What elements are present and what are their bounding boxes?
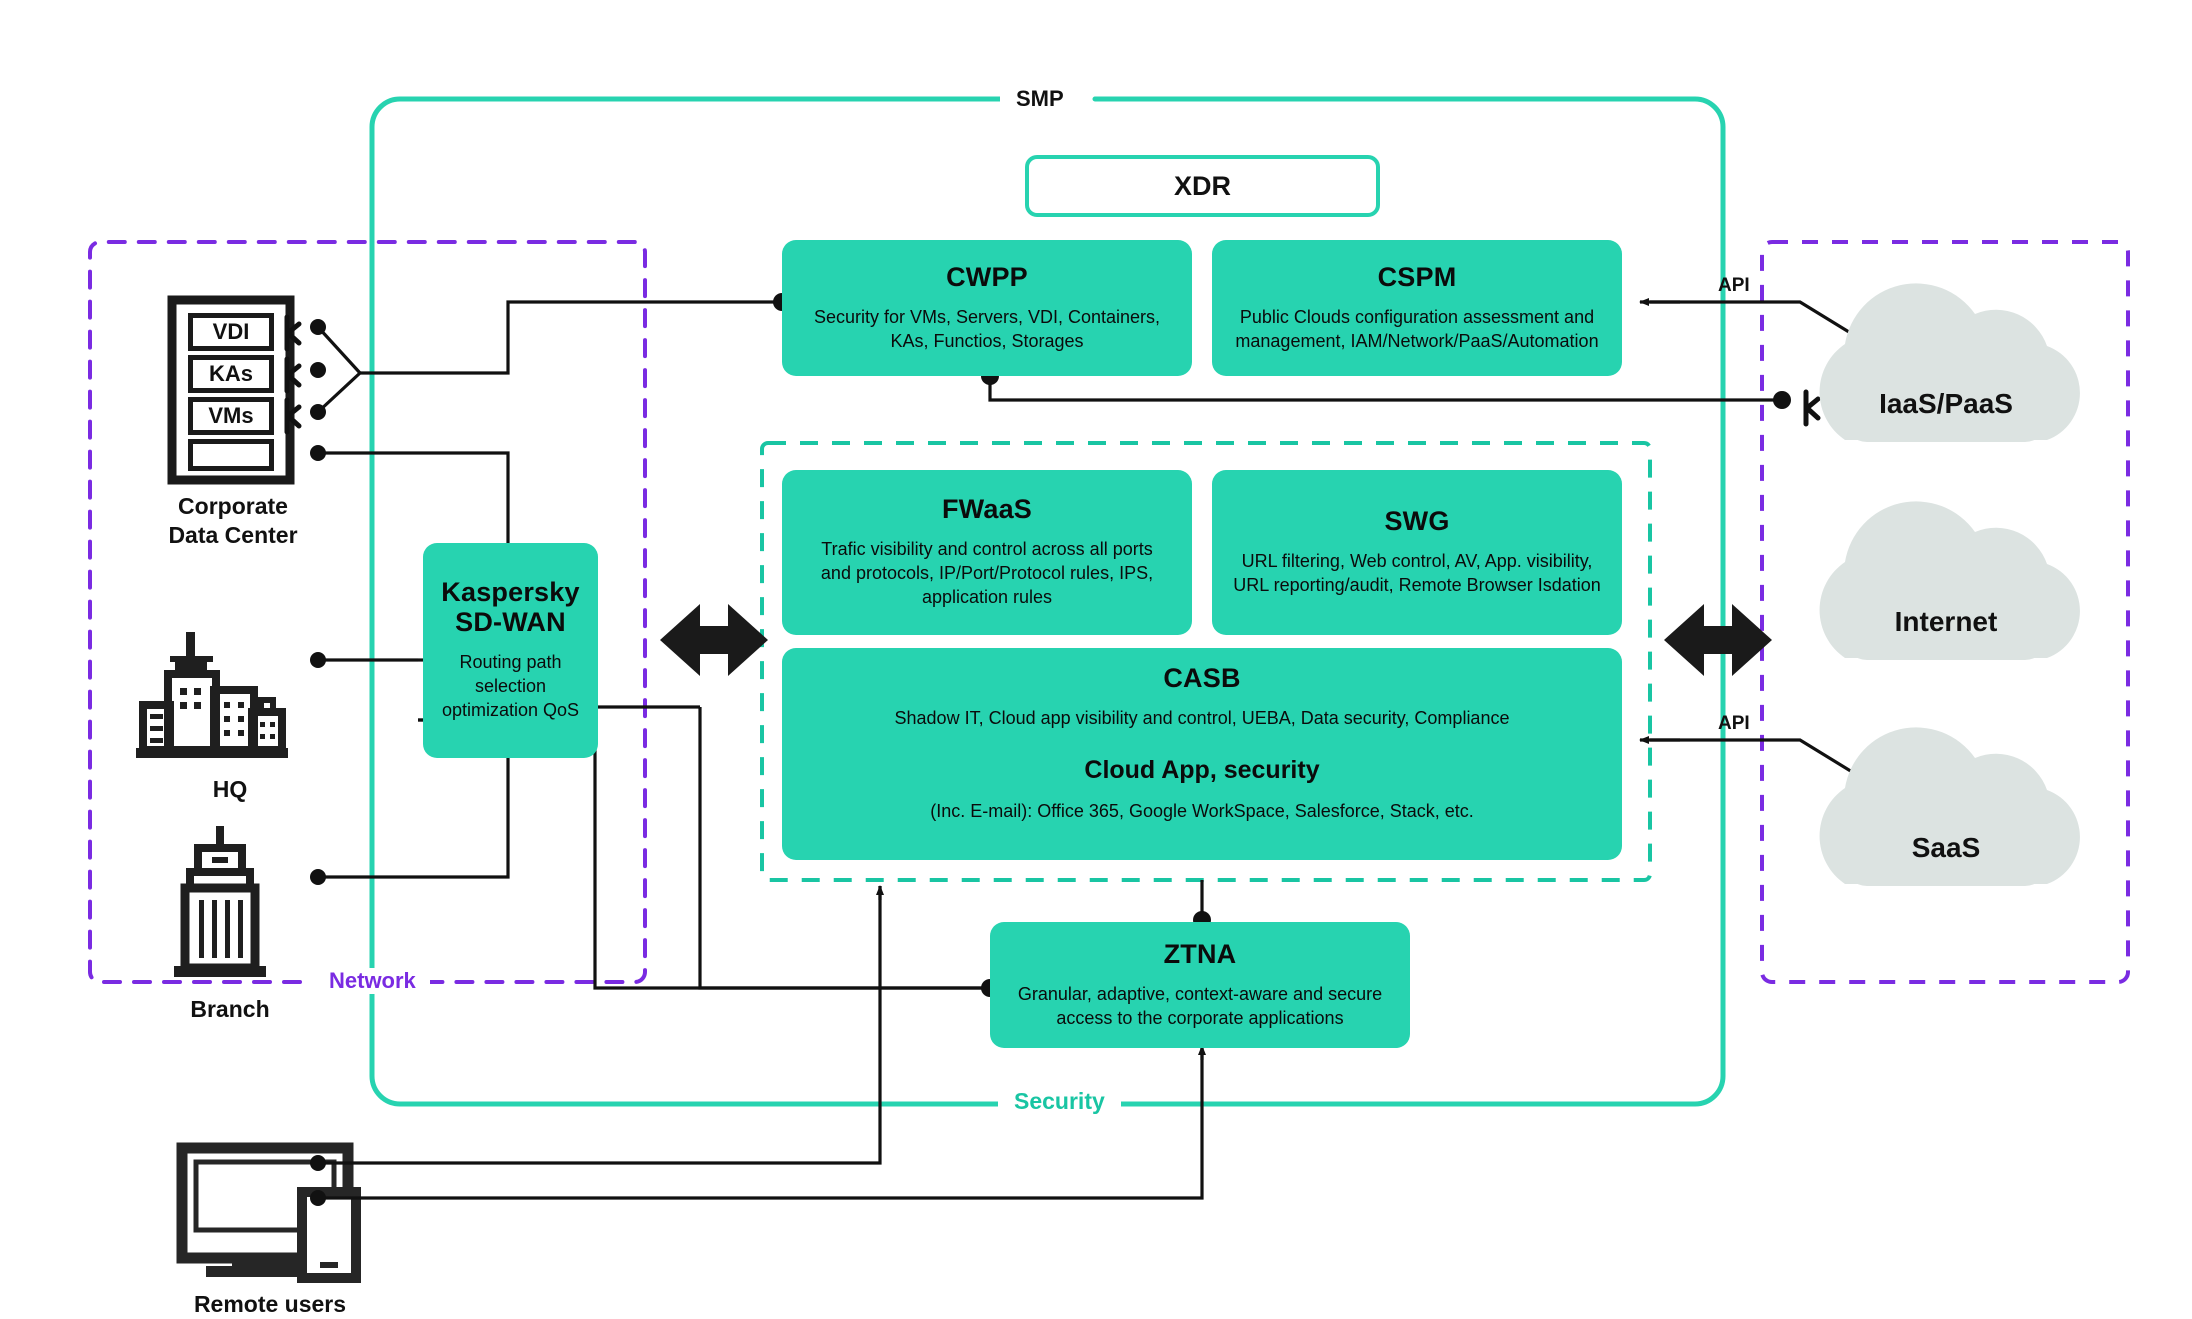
sdwan-desc: Routing path selection optimization QoS (442, 650, 579, 723)
cloud-icon-iaas (1819, 283, 2080, 442)
cspm-title: CSPM (1377, 261, 1457, 292)
server-rack-icon (167, 295, 295, 485)
remote-users-label: Remote users (193, 1291, 347, 1317)
fwaas-card[interactable]: FWaaS Trafic visibility and control acro… (782, 470, 1192, 635)
kaspersky-agent-icon-cloud (1803, 389, 1821, 427)
sdwan-title-line1: Kaspersky (441, 577, 580, 608)
fwaas-desc: Trafic visibility and control across all… (820, 538, 1154, 608)
casb-subtitle: Cloud App, security (1084, 755, 1320, 784)
casb-title: CASB (1163, 663, 1241, 693)
ztna-desc: Granular, adaptive, context-aware and se… (1017, 983, 1383, 1028)
cloud-label-iaas: IaaS/PaaS (1879, 388, 2013, 419)
cspm-inbound-arrow (1639, 298, 1680, 744)
cwpp-title: CWPP (946, 261, 1028, 292)
kaspersky-agent-icon (284, 314, 302, 435)
city-buildings-icon (136, 632, 288, 758)
cwpp-card[interactable]: CWPP Security for VMs, Servers, VDI, Con… (782, 240, 1192, 376)
sdwan-desc-line3: optimization QoS (441, 700, 580, 721)
sdwan-desc-line1: Routing path (459, 651, 562, 672)
rack-bay-empty (188, 439, 274, 471)
casb-subdesc: (Inc. E-mail): Office 365, Google WorkSp… (930, 800, 1474, 821)
rack-bay-vdi: VDI (188, 313, 274, 351)
network-frame-label: Network (315, 968, 430, 994)
cloud-label-saas: SaaS (1911, 832, 1981, 863)
api-label-top: API (1718, 275, 1750, 296)
sdwan-title: Kaspersky SD-WAN (441, 578, 579, 637)
swg-card[interactable]: SWG URL filtering, Web control, AV, App.… (1212, 470, 1622, 635)
swg-desc: URL filtering, Web control, AV, App. vis… (1233, 551, 1601, 596)
bidirectional-arrow-left (660, 604, 768, 676)
cspm-card[interactable]: CSPM Public Clouds configuration assessm… (1212, 240, 1622, 376)
network-frame (88, 240, 647, 984)
cloud-icon-saas (1819, 727, 2080, 886)
xdr-box[interactable]: XDR (1025, 155, 1380, 217)
bidirectional-arrow-right (1664, 604, 1772, 676)
rack-bay-vms: VMs (188, 397, 274, 435)
ztna-card[interactable]: ZTNA Granular, adaptive, context-aware a… (990, 922, 1410, 1048)
hq-label: HQ (212, 776, 248, 802)
cloud-icon-internet (1819, 501, 2080, 660)
cwpp-desc: Security for VMs, Servers, VDI, Containe… (813, 306, 1161, 351)
casb-card[interactable]: CASB Shadow IT, Cloud app visibility and… (782, 648, 1622, 860)
data-center-label: Corporate Data Center (110, 492, 356, 550)
smp-frame-label: SMP (1000, 86, 1080, 112)
sdwan-card[interactable]: Kaspersky SD-WAN Routing path selection … (423, 543, 598, 758)
dc-label-line2: Data Center (168, 521, 298, 548)
casb-desc: Shadow IT, Cloud app visibility and cont… (894, 707, 1510, 728)
smp-frame (369, 96, 1726, 1107)
security-frame-label: Security (998, 1088, 1121, 1115)
cloud-label-internet: Internet (1894, 606, 1998, 637)
dc-label-line1: Corporate (178, 493, 288, 519)
rack-bay-kas: KAs (188, 355, 274, 393)
api-label-bottom: API (1718, 713, 1750, 734)
swg-title: SWG (1384, 506, 1450, 537)
ztna-title: ZTNA (1163, 938, 1237, 969)
branch-label: Branch (190, 996, 270, 1022)
fwaas-title: FWaaS (941, 494, 1032, 525)
office-tower-icon (174, 826, 266, 977)
sdwan-title-line2: SD-WAN (455, 607, 566, 638)
cspm-desc: Public Clouds configuration assessment a… (1235, 306, 1599, 351)
cloud-zone-frame (1760, 240, 2130, 984)
api-connectors (1650, 300, 1863, 780)
desktop-mobile-icon (176, 1142, 361, 1283)
sse-group-frame (760, 441, 1652, 882)
sdwan-desc-line2: selection (474, 676, 547, 697)
